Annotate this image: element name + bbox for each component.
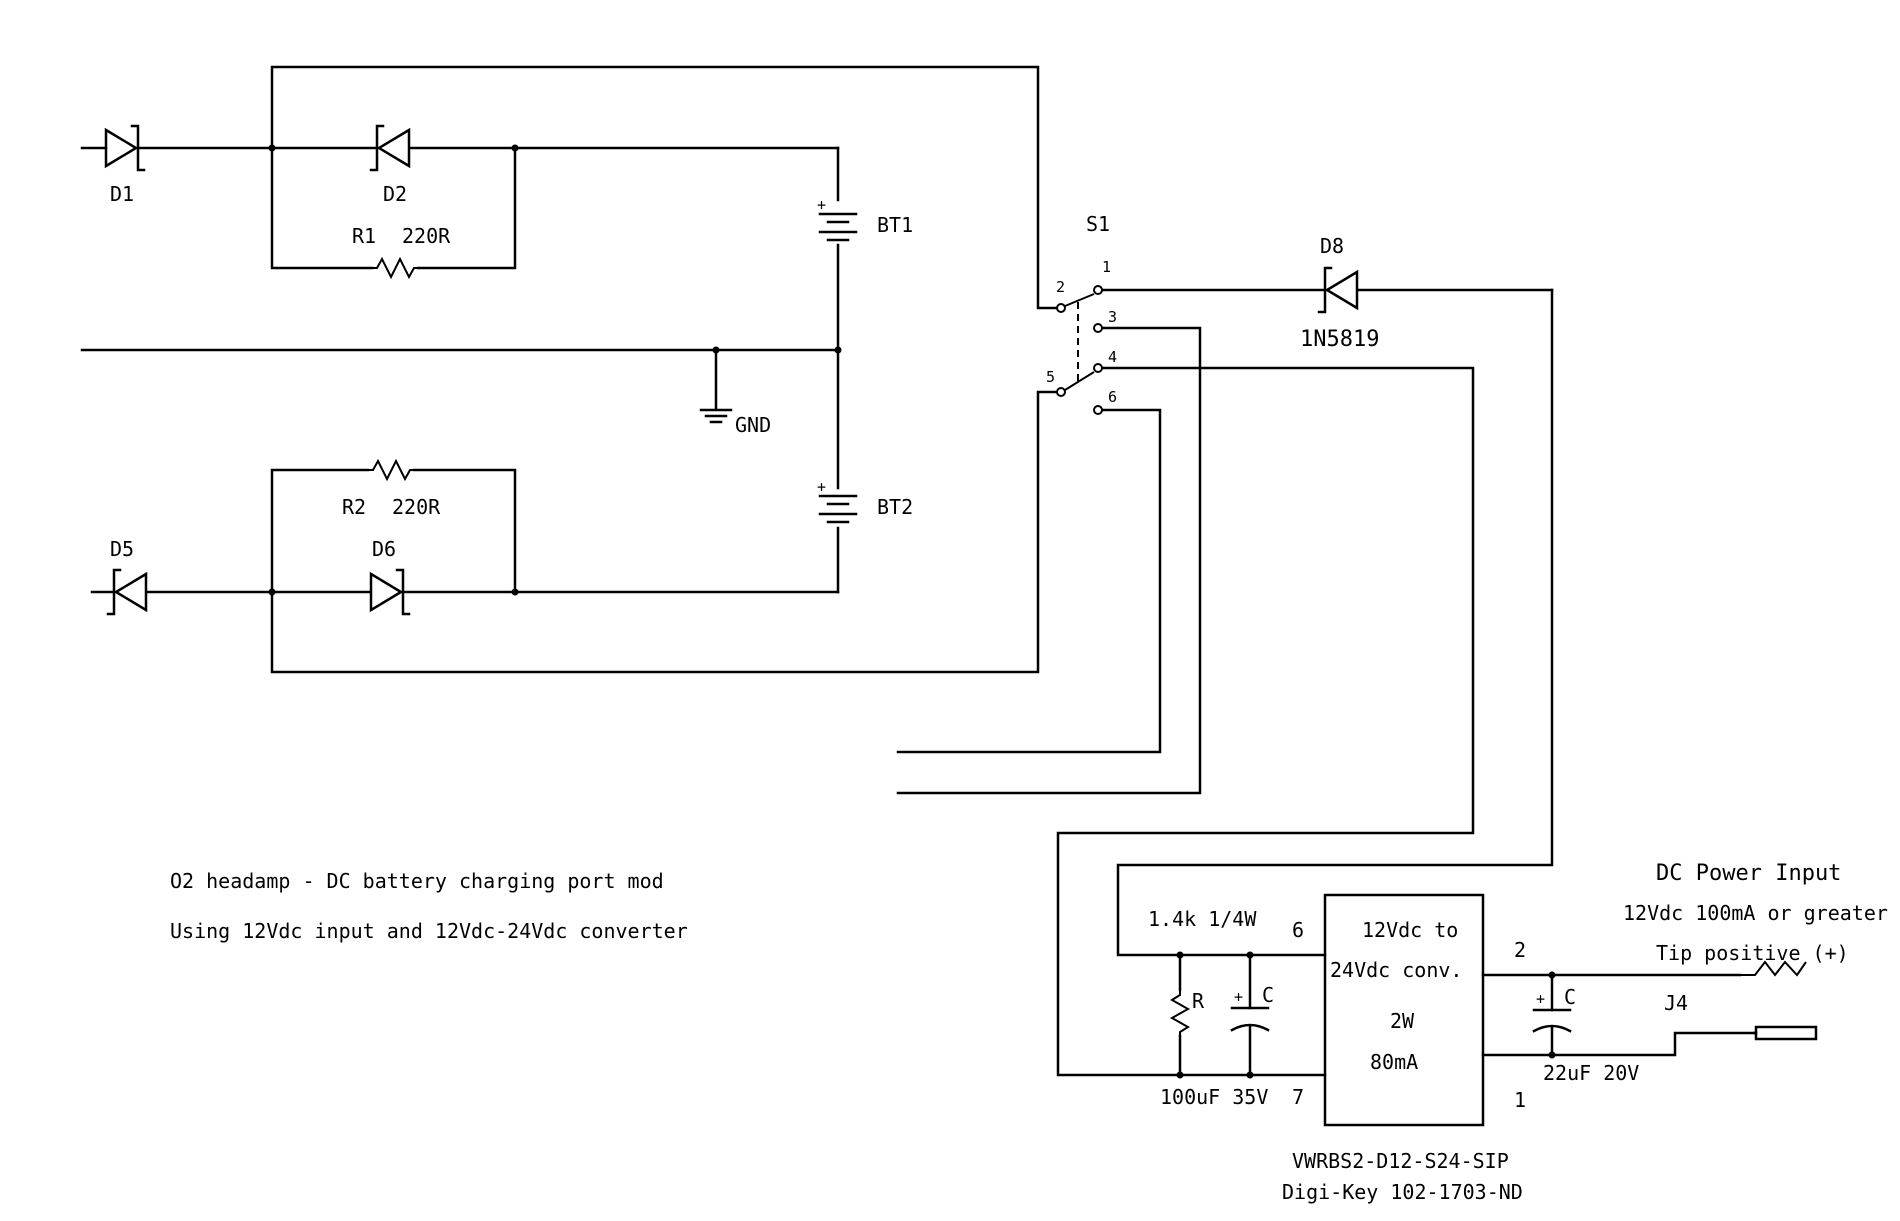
bt1-plus: +: [817, 196, 826, 214]
converter-part-number: VWRBS2-D12-S24-SIP: [1292, 1149, 1509, 1173]
c2-plus: +: [1536, 990, 1545, 1008]
dc-jack-j4-symbol: [1740, 960, 1818, 1041]
c2-label: C: [1564, 985, 1576, 1009]
converter-pin-6: 6: [1292, 918, 1304, 942]
s1-pin-1: 1: [1102, 258, 1111, 276]
diode-d8-symbol: [1317, 266, 1359, 314]
converter-line1: 12Vdc to: [1362, 918, 1458, 942]
dc-input-spec: 12Vdc 100mA or greater: [1623, 901, 1888, 925]
dc-input-title: DC Power Input: [1656, 861, 1841, 886]
battery-bt2-symbol: [818, 494, 858, 524]
ground-icon: [699, 408, 733, 424]
d8-label: D8: [1320, 234, 1344, 258]
s1-label: S1: [1086, 212, 1110, 236]
r-label: R: [1192, 989, 1205, 1013]
r-value: 1.4k 1/4W: [1148, 907, 1257, 931]
battery-bt1-symbol: [818, 212, 858, 242]
converter-box: [1323, 893, 1485, 1127]
resistor-r1-symbol: [372, 256, 418, 280]
r1-label: R1: [352, 224, 376, 248]
s1-pin-3: 3: [1108, 308, 1117, 326]
d5-label: D5: [110, 537, 134, 561]
c1-value: 100uF 35V: [1160, 1085, 1268, 1109]
diode-d5-symbol: [106, 568, 148, 616]
switch-s1-symbol: [1056, 285, 1103, 415]
diode-d6-symbol: [369, 568, 411, 616]
bt2-label: BT2: [877, 495, 913, 519]
s1-pin-4: 4: [1108, 348, 1117, 366]
note-line-1: O2 headamp - DC battery charging port mo…: [170, 869, 664, 893]
j4-label: J4: [1664, 991, 1688, 1015]
note-line-2: Using 12Vdc input and 12Vdc-24Vdc conver…: [170, 919, 688, 943]
d6-label: D6: [372, 537, 396, 561]
converter-line3: 2W: [1390, 1009, 1415, 1033]
d1-label: D1: [110, 182, 134, 206]
bt1-label: BT1: [877, 213, 913, 237]
gnd-label: GND: [735, 413, 771, 437]
converter-line4: 80mA: [1370, 1050, 1418, 1074]
s1-pin-2: 2: [1056, 278, 1065, 296]
r2-value: 220R: [392, 495, 441, 519]
resistor-r-symbol: [1169, 990, 1191, 1036]
diode-d1-symbol: [104, 124, 146, 172]
converter-pin-1: 1: [1514, 1088, 1526, 1112]
converter-line2: 24Vdc conv.: [1330, 958, 1462, 982]
s1-pin-6: 6: [1108, 388, 1117, 406]
wires: [80, 65, 1756, 1077]
converter-pin-7: 7: [1292, 1085, 1304, 1109]
d8-part-label: 1N5819: [1300, 327, 1379, 352]
diode-d2-symbol: [369, 124, 411, 172]
junction-dots: [268, 144, 1556, 1079]
bt2-plus: +: [817, 478, 826, 496]
capacitor-c1-symbol: [1230, 1006, 1270, 1032]
converter-digikey: Digi-Key 102-1703-ND: [1282, 1180, 1523, 1204]
dc-input-tip: Tip positive (+): [1656, 941, 1849, 965]
r2-label: R2: [342, 495, 366, 519]
s1-pin-5: 5: [1046, 368, 1055, 386]
c2-value: 22uF 20V: [1543, 1061, 1639, 1085]
c1-plus: +: [1234, 988, 1243, 1006]
converter-pin-2: 2: [1514, 938, 1526, 962]
c1-label: C: [1262, 983, 1274, 1007]
resistor-r2-symbol: [368, 458, 414, 482]
r1-value: 220R: [402, 224, 451, 248]
d2-label: D2: [383, 182, 407, 206]
capacitor-c2-symbol: [1532, 1008, 1572, 1033]
